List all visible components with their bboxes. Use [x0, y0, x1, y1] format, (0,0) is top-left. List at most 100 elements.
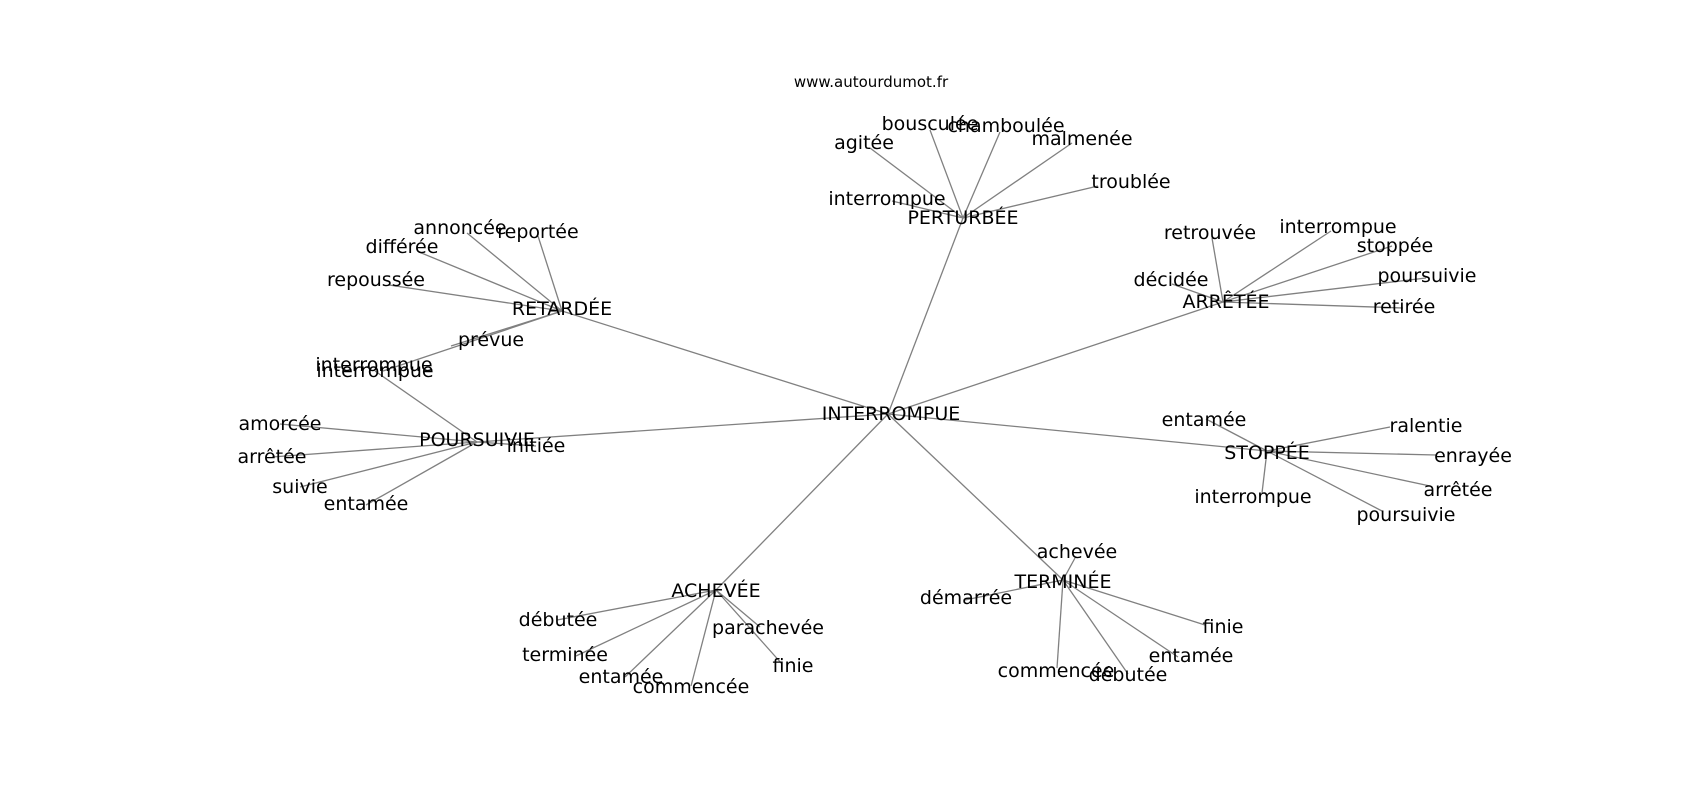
leaf-node-label: stoppée	[1357, 235, 1433, 257]
hub-leaf-edge	[1266, 450, 1431, 487]
hub-node-label: RETARDÉE	[512, 297, 612, 320]
leaf-node-label: retrouvée	[1164, 222, 1256, 244]
hub-leaf-edge	[1205, 418, 1268, 452]
root-hub-edge	[887, 217, 964, 415]
leaf-node-label: repoussée	[327, 269, 425, 291]
hub-leaf-edge	[1261, 450, 1268, 494]
hub-leaf-edge	[1266, 450, 1437, 456]
leaf-node-label: débutée	[519, 609, 598, 631]
root-hub-edge	[715, 413, 889, 591]
hub-leaf-edge	[1222, 230, 1332, 303]
leaf-node-label: décidée	[1134, 269, 1209, 291]
hub-leaf-edge	[1222, 277, 1427, 303]
hub-leaf-edge	[962, 185, 1099, 219]
leaf-node-label: suivie	[272, 476, 327, 498]
leaf-node-label: agitée	[834, 132, 894, 154]
leaf-node-label: prévue	[458, 329, 524, 351]
leaf-node-label: entamée	[1162, 409, 1247, 431]
hub-node-label: STOPPÉE	[1224, 441, 1310, 464]
hub-leaf-edge	[715, 589, 761, 628]
credit-text: www.autourdumot.fr	[794, 73, 949, 91]
leaf-node-label: différée	[366, 236, 439, 258]
leaf-node-label: retirée	[1373, 296, 1436, 318]
leaf-node-label: arrêtée	[1423, 479, 1492, 501]
hub-leaf-edge	[624, 589, 717, 678]
root-hub-edge	[887, 413, 1064, 581]
leaf-node-label: troublée	[1091, 171, 1170, 193]
hub-node-label: POURSUIVIE	[419, 429, 535, 451]
hub-leaf-edge	[271, 441, 478, 458]
hub-leaf-edge	[715, 589, 783, 665]
leaf-node-label: commencée	[998, 660, 1115, 682]
root-hub-edge	[476, 413, 889, 443]
hub-leaf-edge	[418, 251, 563, 312]
hub-leaf-edge	[964, 579, 1064, 601]
hub-leaf-edge	[690, 589, 717, 687]
root-node-label: INTERROMPUE	[822, 403, 961, 425]
hub-leaf-edge	[1062, 579, 1129, 675]
hub-leaf-edge	[1056, 579, 1064, 669]
leaf-node-label: entamée	[579, 666, 664, 688]
hub-leaf-edge	[1222, 301, 1404, 309]
hub-leaf-edge	[382, 310, 563, 372]
leaf-node-label: reportée	[497, 221, 578, 243]
leaf-node-label: finie	[773, 655, 814, 677]
leaf-node-label: interrompue	[828, 188, 945, 210]
hub-leaf-edge	[388, 284, 563, 312]
root-hub-edge	[887, 413, 1268, 452]
leaf-node-label: terminée	[522, 644, 608, 666]
labels-layer: INTERROMPUE PERTURBÉE agitéebousculéechamb…	[237, 113, 1511, 698]
hub-leaf-edge	[279, 423, 478, 443]
leaf-node-label: parachevée	[712, 617, 824, 639]
hub-leaf-edge	[374, 370, 478, 443]
leaf-node-label: interrompue	[1279, 216, 1396, 238]
hub-leaf-edge	[1266, 450, 1383, 512]
hub-leaf-edge	[1062, 557, 1076, 581]
root-hub-edge	[561, 310, 889, 415]
leaf-node-label: entamée	[324, 493, 409, 515]
hub-leaf-edge	[365, 441, 478, 506]
leaf-node-label: finie	[1203, 616, 1244, 638]
leaf-node-label: chamboulée	[947, 115, 1064, 137]
hub-node-label: PERTURBÉE	[907, 206, 1018, 229]
leaf-node-label: enrayée	[1434, 445, 1512, 467]
leaf-node-label: démarrée	[920, 587, 1012, 609]
leaf-node-label: malmenée	[1031, 128, 1132, 150]
hub-leaf-edge	[466, 232, 563, 312]
root-hub-edge	[887, 301, 1224, 415]
leaf-node-label: entamée	[1149, 645, 1234, 667]
leaf-node-label: interrompue	[316, 360, 433, 382]
leaf-node-label: interrompue	[1194, 486, 1311, 508]
edges-layer	[271, 129, 1437, 687]
hub-leaf-edge	[537, 235, 563, 312]
hub-leaf-edge	[299, 441, 478, 488]
leaf-node-label: ralentie	[1390, 415, 1463, 437]
hub-leaf-edge	[1062, 579, 1179, 658]
hub-leaf-edge	[1062, 579, 1206, 626]
leaf-node-label: poursuivie	[1357, 504, 1456, 526]
hub-node-label: ACHEVÉE	[671, 579, 760, 602]
hub-leaf-edge	[1211, 237, 1224, 303]
hub-leaf-edge	[1171, 283, 1224, 303]
hub-leaf-edge	[476, 441, 537, 447]
hub-leaf-edge	[929, 129, 964, 219]
leaf-node-label: initiée	[507, 435, 566, 457]
hub-leaf-edge	[962, 131, 1001, 219]
leaf-node-label: amorcée	[239, 413, 322, 435]
hub-leaf-edge	[891, 200, 964, 219]
leaf-node-label: annoncée	[413, 217, 506, 239]
hub-leaf-edge	[575, 589, 717, 657]
leaf-node-label: poursuivie	[1378, 265, 1477, 287]
leaf-node-label: bousculée	[882, 113, 979, 135]
hub-node-label: TERMINÉE	[1013, 570, 1111, 593]
hub-leaf-edge	[962, 142, 1073, 219]
hub-leaf-edge	[556, 589, 717, 621]
leaf-node-label: commencée	[633, 676, 750, 698]
hub-leaf-edge	[1266, 426, 1391, 452]
hub-leaf-edge	[1222, 245, 1393, 303]
leaf-node-label: interrompue	[315, 354, 432, 376]
leaf-node-label: débutée	[1089, 664, 1168, 686]
hub-leaf-edge	[869, 147, 964, 219]
leaf-node-label: achevée	[1037, 541, 1117, 563]
